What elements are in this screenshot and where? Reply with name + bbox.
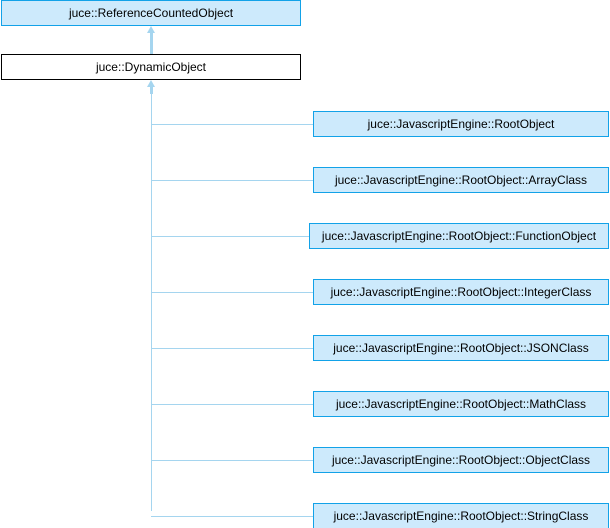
edge-connector-7 xyxy=(151,460,313,461)
class-node-label: juce::ReferenceCountedObject xyxy=(68,6,234,20)
edge-current-to-children-arrowhead xyxy=(147,80,155,87)
edge-connector-3 xyxy=(151,236,309,237)
edge-base-to-current-stem xyxy=(150,33,153,54)
class-node-label: juce::JavascriptEngine::RootObject::Stri… xyxy=(333,509,589,523)
edge-connector-6 xyxy=(151,404,313,405)
class-node-reference-counted-object[interactable]: juce::ReferenceCountedObject xyxy=(1,0,301,26)
class-node-label: juce::DynamicObject xyxy=(95,60,207,74)
class-node-rootobject-functionobject[interactable]: juce::JavascriptEngine::RootObject::Func… xyxy=(309,223,609,249)
edge-connector-2 xyxy=(151,180,313,181)
class-node-label: juce::JavascriptEngine::RootObject::JSON… xyxy=(333,341,589,355)
class-node-rootobject-objectclass[interactable]: juce::JavascriptEngine::RootObject::Obje… xyxy=(313,447,609,473)
class-node-label: juce::JavascriptEngine::RootObject xyxy=(367,117,555,131)
edge-current-to-children-stem xyxy=(150,87,153,94)
class-node-rootobject-jsonclass[interactable]: juce::JavascriptEngine::RootObject::JSON… xyxy=(313,335,609,361)
edge-connector-4 xyxy=(151,292,313,293)
class-node-dynamic-object[interactable]: juce::DynamicObject xyxy=(1,54,301,80)
edge-base-to-current-arrowhead xyxy=(147,26,155,33)
edge-connector-5 xyxy=(151,348,313,349)
edge-connector-8 xyxy=(151,516,313,517)
class-node-rootobject-integerclass[interactable]: juce::JavascriptEngine::RootObject::Inte… xyxy=(313,279,609,305)
class-node-label: juce::JavascriptEngine::RootObject::Obje… xyxy=(331,453,591,467)
class-node-label: juce::JavascriptEngine::RootObject::Math… xyxy=(335,397,587,411)
class-node-rootobject-mathclass[interactable]: juce::JavascriptEngine::RootObject::Math… xyxy=(313,391,609,417)
class-node-rootobject-arrayclass[interactable]: juce::JavascriptEngine::RootObject::Arra… xyxy=(313,167,609,193)
edge-connector-1 xyxy=(151,124,313,125)
class-node-label: juce::JavascriptEngine::RootObject::Func… xyxy=(321,229,597,243)
derived-trunk-line xyxy=(151,93,152,511)
class-node-rootobject[interactable]: juce::JavascriptEngine::RootObject xyxy=(313,111,609,137)
class-node-label: juce::JavascriptEngine::RootObject::Inte… xyxy=(330,285,592,299)
class-node-rootobject-stringclass[interactable]: juce::JavascriptEngine::RootObject::Stri… xyxy=(313,503,609,528)
class-node-label: juce::JavascriptEngine::RootObject::Arra… xyxy=(334,173,588,187)
